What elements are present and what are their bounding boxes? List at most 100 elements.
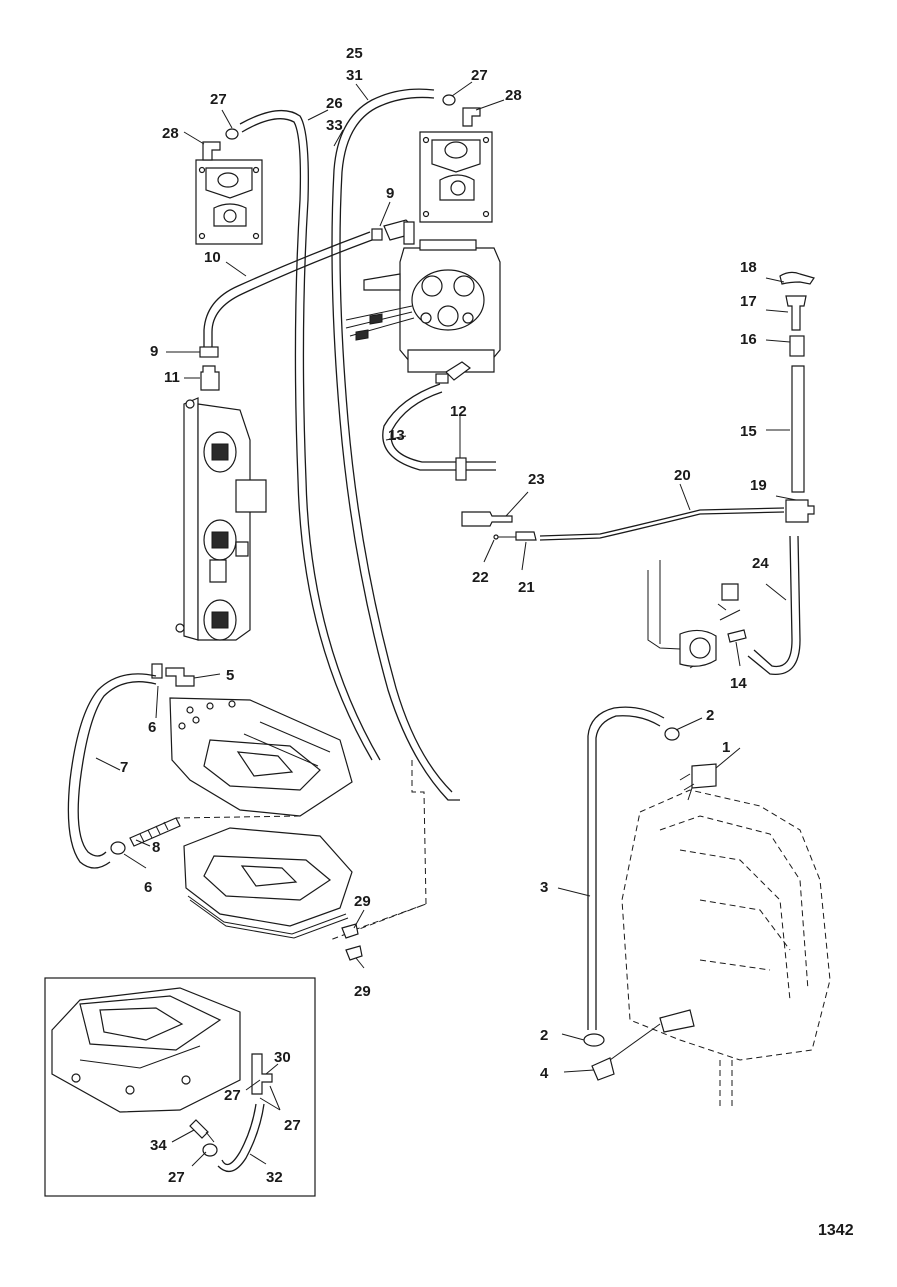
hose-7-inner (77, 681, 157, 857)
elbow-fitting-5 (165, 667, 195, 687)
hose-32-inner (217, 1103, 265, 1173)
callout-28: 28 (505, 87, 522, 104)
clamp-2-top (664, 727, 680, 741)
callout-27: 27 (210, 91, 227, 108)
callout-16: 16 (740, 331, 757, 348)
clamp-27-left (225, 128, 239, 140)
callout-14: 14 (730, 675, 747, 692)
callout-33: 33 (326, 117, 343, 134)
check-valve-22 (493, 534, 516, 540)
callout-29: 29 (354, 983, 371, 1000)
callout-8: 8 (152, 839, 160, 856)
hose-20 (539, 507, 785, 537)
clamp-6-top (151, 663, 163, 679)
clamp-27-inset (202, 1143, 218, 1157)
callout-18: 18 (740, 259, 757, 276)
fitting-23 (461, 511, 513, 527)
hose-24-inner (747, 535, 801, 675)
fuel-pump-left (195, 159, 263, 245)
hose-32 (221, 1103, 257, 1166)
fitting-16 (789, 335, 805, 357)
vapor-separator-assembly (345, 239, 501, 373)
hose-26-33 (239, 110, 381, 761)
callout-3: 3 (540, 879, 548, 896)
callout-6: 6 (148, 719, 156, 736)
clamp-2-bottom (583, 1033, 605, 1047)
callout-26: 26 (326, 95, 343, 112)
tee-fitting-30 (251, 1053, 273, 1095)
callout-10: 10 (204, 249, 221, 266)
clamp-27-right (442, 94, 456, 106)
fuel-rail-assembly (175, 397, 267, 641)
cylinder-block-outline (621, 789, 831, 1110)
callout-7: 7 (120, 759, 128, 776)
hose-7 (67, 673, 157, 869)
fuel-pump-right (419, 131, 493, 223)
callout-2: 2 (706, 707, 714, 724)
callout-12: 12 (450, 403, 467, 420)
hose-10 (203, 231, 371, 348)
callout-4: 4 (540, 1065, 549, 1082)
hose-10-inner (211, 239, 373, 348)
callout-23: 23 (528, 471, 545, 488)
dashed-reference-line (175, 760, 427, 941)
callout-29: 29 (354, 893, 371, 910)
callout-11: 11 (164, 369, 180, 386)
hose-13 (382, 383, 496, 471)
callout-32: 32 (266, 1169, 283, 1186)
hose-15 (791, 365, 805, 493)
tee-fitting-19 (785, 499, 815, 523)
callout-24: 24 (752, 555, 769, 572)
callout-19: 19 (750, 477, 767, 494)
hose-26-33-inner (241, 118, 373, 761)
callout-31: 31 (346, 67, 363, 84)
intake-plenum-lower (183, 827, 353, 939)
fitting-29-lower (345, 945, 363, 961)
callout-27: 27 (284, 1117, 301, 1134)
fitting-14 (727, 629, 747, 643)
callout-15: 15 (740, 423, 757, 440)
callout-22: 22 (472, 569, 489, 586)
callout-27: 27 (168, 1169, 185, 1186)
callout-9: 9 (386, 185, 394, 202)
elbow-fitting-28-left (202, 141, 221, 161)
sensor-1 (679, 763, 717, 801)
fitting-8 (129, 817, 181, 847)
callout-20: 20 (674, 467, 691, 484)
fitting-12-lower (455, 457, 467, 481)
leader-lines (95, 81, 797, 1167)
bracket-assembly (647, 560, 741, 669)
clamp-6-bottom (110, 841, 126, 855)
callout-27: 27 (224, 1087, 241, 1104)
elbow-fitting-9-top (383, 219, 415, 245)
fitting-21 (515, 531, 537, 541)
valve-17 (785, 295, 807, 331)
fitting-9-lower (199, 346, 219, 358)
hose-25-31 (331, 88, 460, 801)
elbow-fitting-28-right (462, 107, 481, 127)
intake-plenum-upper (169, 697, 353, 817)
callout-25: 25 (346, 45, 363, 62)
callout-9: 9 (150, 343, 158, 360)
figure-number: 1342 (818, 1222, 854, 1239)
callout-27: 27 (471, 67, 488, 84)
callout-30: 30 (274, 1049, 291, 1066)
clamp-9-top (371, 228, 383, 241)
hose-24 (753, 535, 793, 668)
clip-18 (779, 271, 815, 285)
callout-13: 13 (388, 427, 405, 444)
callout-17: 17 (740, 293, 757, 310)
sensor-block-fitting (659, 1009, 695, 1033)
hose-13-inner (390, 391, 496, 463)
hose-3-inner (595, 715, 661, 1030)
elbow-fitting-12-top (435, 361, 471, 384)
callout-1: 1 (722, 739, 730, 756)
fitting-11 (200, 365, 220, 391)
callout-6: 6 (144, 879, 152, 896)
callout-28: 28 (162, 125, 179, 142)
hose-3 (587, 706, 665, 1030)
fitting-4 (563, 1023, 661, 1081)
callout-2: 2 (540, 1027, 548, 1044)
callout-34: 34 (150, 1137, 167, 1154)
